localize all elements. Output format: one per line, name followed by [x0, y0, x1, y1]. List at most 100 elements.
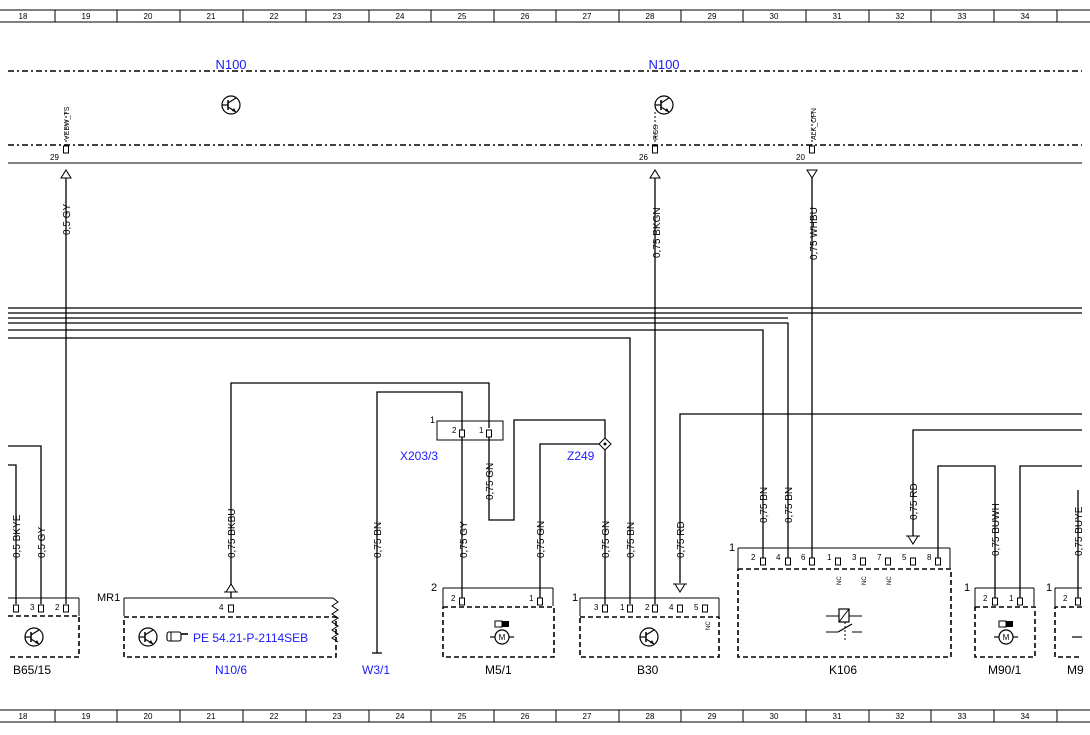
pin-number: 3	[852, 553, 857, 562]
pin-number: 2	[983, 594, 988, 603]
grid-col: 30	[770, 712, 779, 721]
nc-label: NC	[837, 576, 843, 585]
grid-col: 26	[521, 12, 530, 21]
z249-label[interactable]: Z249	[567, 449, 595, 463]
m90-label: M90/1	[988, 663, 1022, 677]
pin-number: 4	[669, 603, 674, 612]
n100-label-left[interactable]: N100	[215, 57, 246, 72]
grid-col: 27	[583, 12, 592, 21]
b30-label: B30	[637, 663, 659, 677]
pin-number: 4	[219, 603, 224, 612]
grid-col: 25	[458, 712, 467, 721]
output-arrow-icon	[649, 169, 661, 179]
pin-icon	[63, 604, 69, 613]
grid-col: 24	[396, 712, 405, 721]
pin-icon	[228, 604, 234, 613]
wire-label: 0,75 RD	[676, 521, 687, 558]
pin-number: 4	[776, 553, 781, 562]
grid-col: 20	[144, 12, 153, 21]
transistor-icon	[24, 627, 44, 647]
pin-icon	[935, 557, 941, 566]
x203-label[interactable]: X203/3	[400, 449, 438, 463]
wire-label: 0,75 BUWH	[991, 503, 1002, 556]
grid-col: 30	[770, 12, 779, 21]
pin-number: 3	[594, 603, 599, 612]
pin-icon	[1017, 597, 1023, 606]
pin-icon	[760, 557, 766, 566]
nc-label: NC	[887, 576, 893, 585]
grid-col: 28	[646, 712, 655, 721]
wire-label: 0,75 BN	[759, 487, 770, 523]
k106-label: K106	[829, 663, 857, 677]
signal-vebw-ts: VEBW_TS	[64, 106, 71, 140]
grid-col: 21	[207, 12, 216, 21]
pin-number: 20	[796, 153, 805, 162]
pointing-hand-icon	[166, 631, 188, 642]
grid-col: 20	[144, 712, 153, 721]
grid-col: 32	[896, 712, 905, 721]
pin-icon	[809, 145, 815, 154]
pin-icon	[785, 557, 791, 566]
pin-icon	[885, 557, 891, 566]
wire-label: 0,75 RD	[909, 483, 920, 520]
n100-label-right[interactable]: N100	[648, 57, 679, 72]
pin-number: 1	[620, 603, 625, 612]
wire-label: 0,75 BKGN	[652, 207, 663, 258]
grid-col: 34	[1021, 12, 1030, 21]
m5-component: 2 2 1	[431, 582, 555, 658]
grid-col: 21	[207, 712, 216, 721]
pin-number: 2	[55, 603, 60, 612]
wire-label: 0,75 GN	[601, 521, 612, 558]
pin-number: 8	[927, 553, 932, 562]
input-arrow-icon	[674, 583, 686, 593]
w3-label[interactable]: W3/1	[362, 663, 390, 677]
signal-rgs: RGS	[653, 125, 660, 141]
pin-icon	[1075, 597, 1081, 606]
output-arrow-icon	[225, 583, 237, 593]
grid-col: 29	[708, 12, 717, 21]
pin-number: 6	[801, 553, 806, 562]
grid-col: 19	[82, 712, 91, 721]
pin-number: 26	[639, 153, 648, 162]
b30-component: 1 3 1 2 4 5 NC	[572, 592, 720, 658]
transistor-icon	[138, 627, 158, 647]
pin-icon	[486, 429, 492, 438]
pin-icon	[860, 557, 866, 566]
reference-link[interactable]: PE 54.21-P-2114SEB	[193, 631, 308, 645]
wire-label: 0,75 WHBU	[809, 207, 820, 260]
grid-col: 18	[19, 12, 28, 21]
pin-number: 1	[529, 594, 534, 603]
pin-icon	[13, 604, 19, 613]
pin-number: 1	[827, 553, 832, 562]
grid-col: 33	[958, 712, 967, 721]
k106-component: 1 2 4 6 1 3 7 5 8 NC NC NC	[729, 542, 952, 658]
m9x-component: 1 2	[1046, 582, 1082, 658]
grid-col: 27	[583, 712, 592, 721]
wire-label: 0,75 GN	[536, 521, 547, 558]
grid-col: 28	[646, 12, 655, 21]
pin-icon	[602, 604, 608, 613]
top-grid: 18 19 20 21 22 23 24 25 26 27 28 29 30 3…	[0, 9, 1090, 23]
pin-number: 1	[479, 426, 484, 435]
wire-label: 0,75 BKBU	[227, 509, 238, 558]
pin-icon	[459, 597, 465, 606]
pin-icon	[809, 557, 815, 566]
wire-label: 0,75 GY	[459, 521, 470, 558]
grid-col: 24	[396, 12, 405, 21]
signal-alk-ofn: ALK_OFN	[811, 108, 818, 140]
grid-col: 29	[708, 712, 717, 721]
wiring	[8, 178, 1082, 654]
n10-label[interactable]: N10/6	[215, 663, 247, 677]
transistor-icon	[639, 627, 659, 647]
pin-icon	[835, 557, 841, 566]
grid-col: 23	[333, 12, 342, 21]
grid-col: 26	[521, 712, 530, 721]
pin-number: 3	[30, 603, 35, 612]
grid-col: 31	[833, 12, 842, 21]
pin-number: 5	[902, 553, 907, 562]
pin-icon	[63, 145, 69, 154]
m9x-label: M9	[1067, 663, 1084, 677]
b65-component: 3 2	[8, 597, 80, 658]
wire-label: 0,5 GY	[62, 204, 73, 235]
